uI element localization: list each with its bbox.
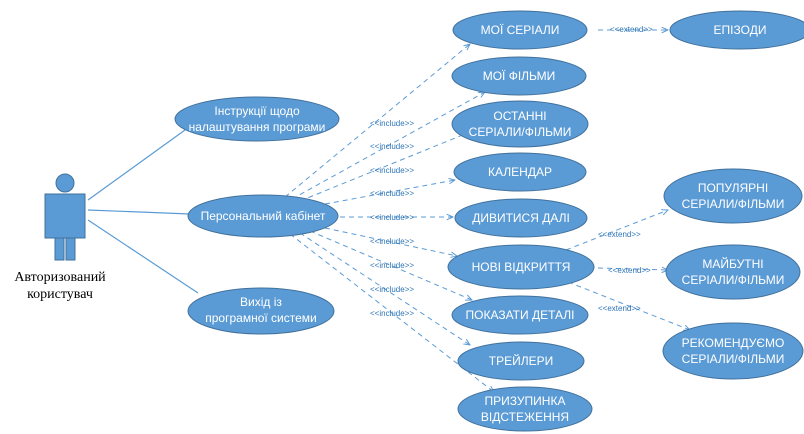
- use-case-label: ОСТАННІ: [493, 109, 546, 123]
- extend-upcoming: [597, 268, 668, 270]
- use-case-label: ПОПУЛЯРНІ: [698, 181, 768, 195]
- include-recent: [299, 132, 470, 202]
- use-case-label: ПОКАЗАТИ ДЕТАЛІ: [466, 308, 575, 322]
- use-case-label: СЕРІАЛИ/ФІЛЬМИ: [682, 273, 785, 287]
- use-case-label: СЕРІАЛИ/ФІЛЬМИ: [682, 197, 785, 211]
- label-include: <<include>>: [370, 285, 414, 294]
- use-case-label: ПРИЗУПИНКА: [485, 394, 566, 408]
- include-calendar: [324, 180, 455, 205]
- label-include: <<include>>: [370, 213, 414, 222]
- label-include: <<include>>: [370, 166, 414, 175]
- use-case-label: СЕРІАЛИ/ФІЛЬМИ: [469, 125, 572, 139]
- assoc-cabinet: [87, 209, 191, 215]
- use-case-label: ВІДСТЕЖЕННЯ: [481, 410, 569, 424]
- use-case-pause-tracking[interactable]: ПРИЗУПИНКА ВІДСТЕЖЕННЯ: [457, 386, 593, 432]
- actor-associations: [87, 129, 199, 294]
- use-case-episodes[interactable]: ЕПІЗОДИ: [669, 10, 804, 50]
- use-case-label: програмної системи: [205, 311, 316, 325]
- include-details: [309, 230, 472, 300]
- use-case-label: налаштування програми: [189, 120, 326, 134]
- include-my-series: [284, 44, 470, 198]
- use-case-show-details[interactable]: ПОКАЗАТИ ДЕТАЛІ: [451, 295, 589, 335]
- actor-figure-icon[interactable]: [44, 173, 86, 261]
- use-case-my-series[interactable]: МОЇ СЕРІАЛИ: [452, 10, 588, 50]
- extend-relations: [565, 30, 690, 330]
- actor-label: Авторизований: [14, 270, 106, 285]
- label-extend: <<extend>>: [610, 25, 653, 34]
- use-case-label: Персональний кабінет: [201, 209, 326, 223]
- assoc-instructions: [87, 129, 186, 201]
- use-case-label: НОВІ ВІДКРИТТЯ: [472, 260, 571, 274]
- use-case-new-discoveries[interactable]: НОВІ ВІДКРИТТЯ: [447, 244, 595, 290]
- use-case-cabinet[interactable]: Персональний кабінет: [187, 194, 339, 238]
- include-relations: [284, 44, 494, 392]
- use-case-label: КАЛЕНДАР: [488, 165, 552, 179]
- use-case-recent[interactable]: ОСТАННІ СЕРІАЛИ/ФІЛЬМИ: [451, 100, 589, 148]
- label-include: <<include>>: [370, 261, 414, 270]
- include-new: [324, 227, 457, 256]
- extend-recommended: [567, 281, 690, 330]
- use-case-exit[interactable]: Вихід із програмної системи: [187, 287, 335, 335]
- include-trailers: [299, 232, 470, 345]
- use-case-label: МОЇ СЕРІАЛИ: [481, 23, 560, 37]
- use-case-label: ТРЕЙЛЕРИ: [489, 353, 553, 368]
- stereotype-labels: <<include>> <<include>> <<include>> <<in…: [370, 25, 653, 318]
- use-case-recommended[interactable]: РЕКОМЕНДУЄМО СЕРІАЛИ/ФІЛЬМИ: [662, 322, 804, 380]
- use-case-calendar[interactable]: КАЛЕНДАР: [453, 152, 587, 192]
- actor-label: користувач: [27, 287, 93, 302]
- label-include: <<include>>: [370, 237, 414, 246]
- use-case-label: ДИВИТИСЯ ДАЛІ: [472, 211, 570, 225]
- use-case-upcoming[interactable]: МАЙБУТНІ СЕРІАЛИ/ФІЛЬМИ: [665, 244, 801, 300]
- assoc-exit: [87, 219, 199, 294]
- use-case-label: Вихід із: [240, 295, 282, 309]
- extend-popular: [565, 210, 668, 251]
- label-include: <<include>>: [370, 189, 414, 198]
- use-case-trailers[interactable]: ТРЕЙЛЕРИ: [457, 341, 585, 381]
- use-case-label: МОЇ ФІЛЬМИ: [483, 69, 556, 83]
- use-case-label: СЕРІАЛИ/ФІЛЬМИ: [682, 352, 785, 366]
- label-extend: <<extend>>: [598, 230, 641, 239]
- use-case-label: Інструкції щодо: [214, 104, 300, 118]
- include-pause: [289, 233, 494, 392]
- label-extend: <<extend>>: [598, 304, 641, 313]
- include-my-films: [291, 92, 485, 200]
- label-include: <<include>>: [370, 142, 414, 151]
- use-case-label: ЕПІЗОДИ: [714, 23, 767, 37]
- use-case-my-films[interactable]: МОЇ ФІЛЬМИ: [451, 56, 587, 96]
- label-include: <<include>>: [370, 309, 414, 318]
- label-include: <<include>>: [370, 119, 414, 128]
- use-case-popular[interactable]: ПОПУЛЯРНІ СЕРІАЛИ/ФІЛЬМИ: [663, 168, 803, 224]
- use-case-watch-next[interactable]: ДИВИТИСЯ ДАЛІ: [454, 198, 588, 238]
- use-case-instructions[interactable]: Інструкції щодо налаштування програми: [174, 96, 340, 142]
- use-case-label: РЕКОМЕНДУЄМО: [682, 336, 785, 350]
- use-case-label: МАЙБУТНІ: [702, 256, 763, 271]
- label-extend: <<extend>>: [608, 266, 651, 275]
